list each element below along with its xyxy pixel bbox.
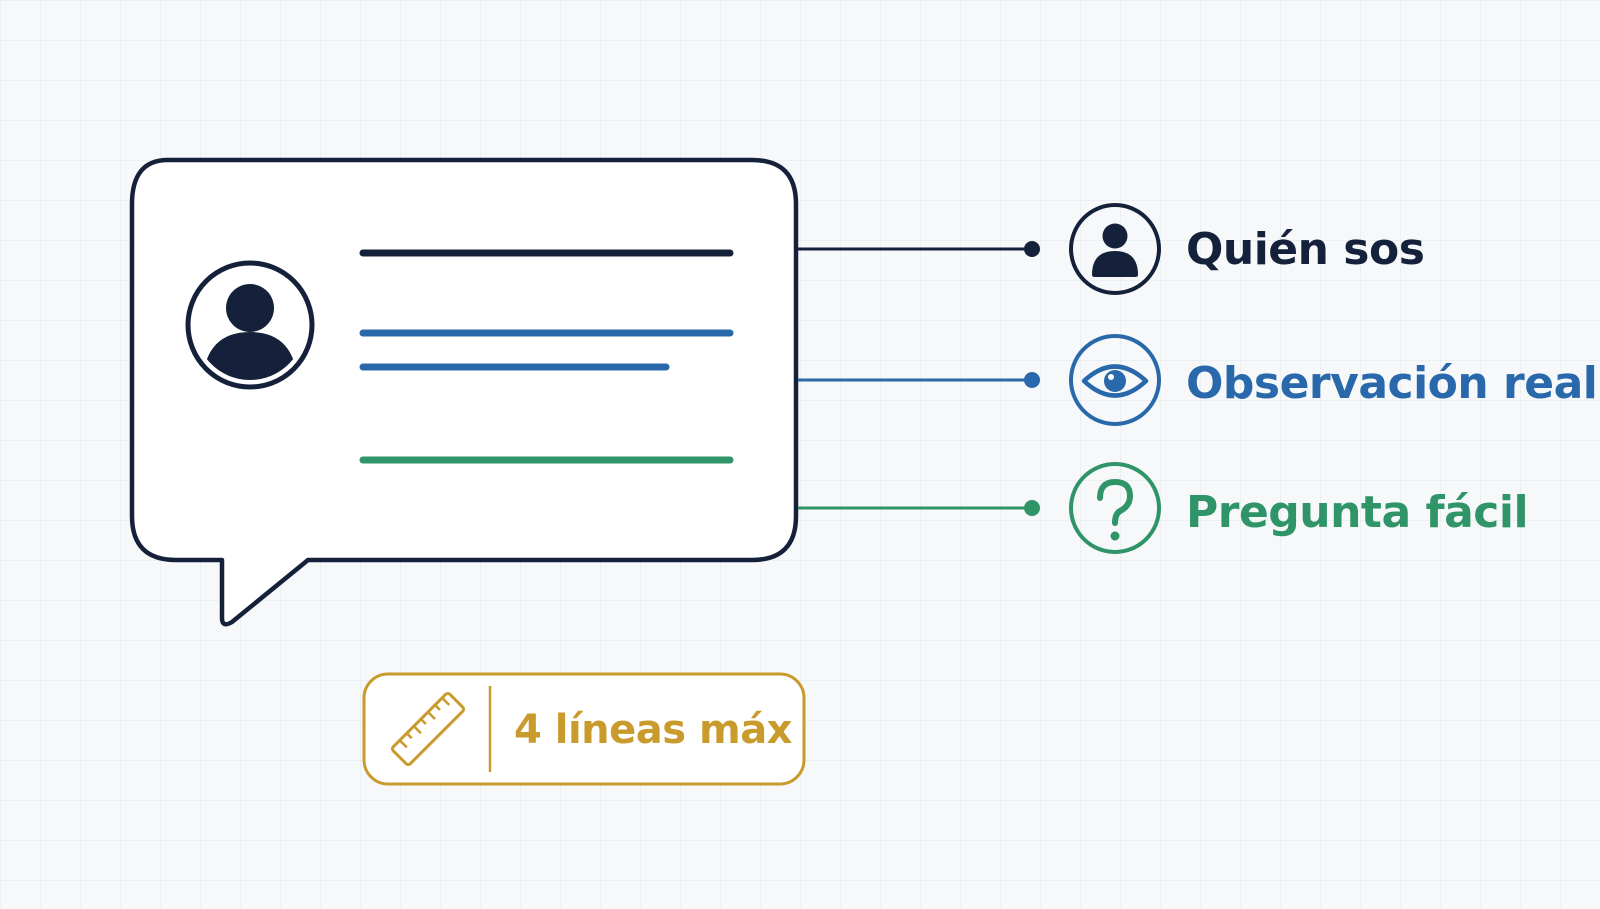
avatar [185, 260, 315, 390]
limit-badge-label: 4 líneas máx [514, 707, 792, 753]
eye-icon [1081, 364, 1149, 398]
user-icon [202, 284, 298, 380]
connector-question [798, 500, 1040, 516]
limit-badge [362, 672, 806, 786]
connector-who [798, 241, 1040, 257]
legend-label-question: Pregunta fácil [1186, 487, 1529, 538]
legend-label-who: Quién sos [1186, 224, 1425, 275]
speech-bubble [129, 157, 799, 627]
legend-label-observation: Observación real [1186, 358, 1598, 409]
legend-icon-observation [1069, 334, 1161, 426]
legend-icon-question [1069, 462, 1161, 554]
ruler-icon [390, 691, 466, 767]
connector-observation [798, 372, 1040, 388]
legend-icon-who [1069, 203, 1161, 295]
question-mark-icon [1097, 478, 1134, 541]
user-icon [1092, 223, 1138, 277]
